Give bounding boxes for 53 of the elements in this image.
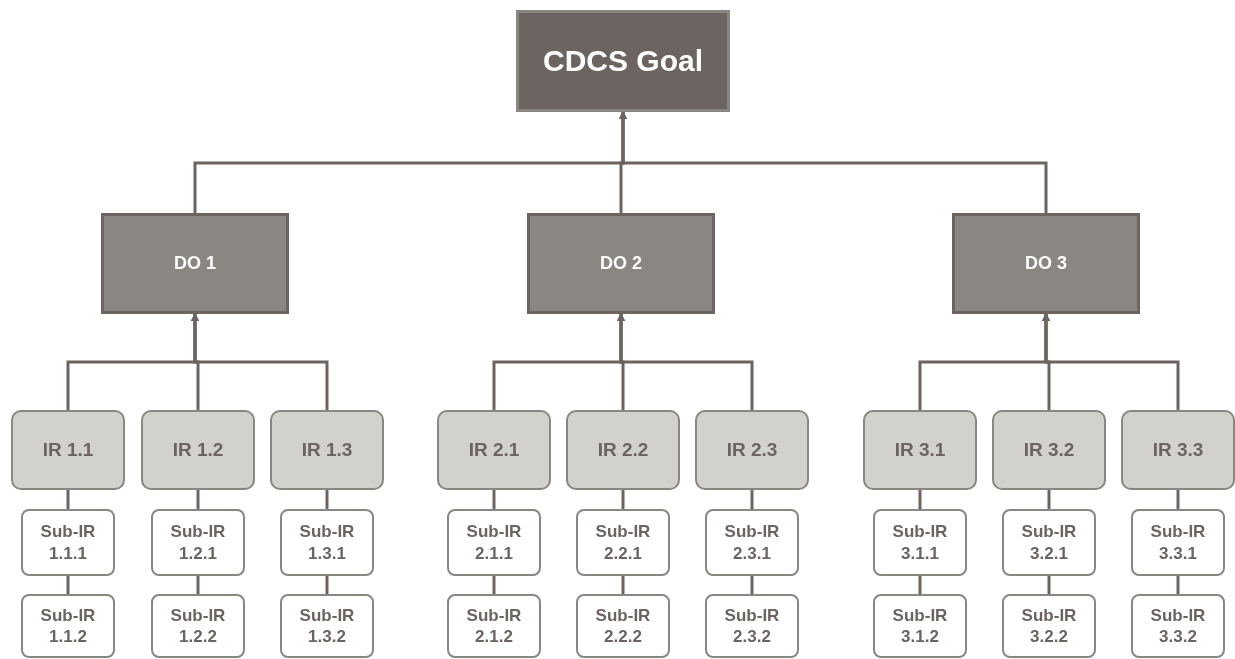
result-box: IR 1.1	[11, 410, 125, 490]
connector-line	[1176, 576, 1180, 594]
result-box: IR 2.2	[566, 410, 680, 490]
connector-line	[1047, 490, 1051, 509]
connector-line	[196, 490, 200, 509]
connector-line	[918, 576, 922, 594]
sub-result-box: Sub-IR 3.2.1	[1002, 509, 1096, 576]
objective-box: DO 2	[527, 213, 715, 314]
connector-line	[492, 490, 496, 509]
arrow	[191, 313, 329, 410]
result-box: IR 3.2	[992, 410, 1106, 490]
sub-result-box: Sub-IR 1.3.2	[280, 594, 374, 658]
result-box: IR 1.2	[141, 410, 255, 490]
sub-result-box: Sub-IR 1.3.1	[280, 509, 374, 576]
sub-result-box: Sub-IR 3.3.1	[1131, 509, 1225, 576]
sub-result-box: Sub-IR 1.1.1	[21, 509, 115, 576]
sub-result-box: Sub-IR 1.1.2	[21, 594, 115, 658]
sub-result-box: Sub-IR 3.3.2	[1131, 594, 1225, 658]
result-box: IR 3.3	[1121, 410, 1235, 490]
connector-line	[918, 490, 922, 509]
goal-box: CDCS Goal	[516, 10, 730, 112]
objective-box: DO 1	[101, 213, 289, 314]
connector-line	[1176, 490, 1180, 509]
connector-line	[325, 490, 329, 509]
arrow	[619, 111, 1048, 213]
sub-result-box: Sub-IR 2.2.2	[576, 594, 670, 658]
connector-line	[750, 576, 754, 594]
connector-line	[492, 576, 496, 594]
sub-result-box: Sub-IR 3.2.2	[1002, 594, 1096, 658]
sub-result-box: Sub-IR 1.2.1	[151, 509, 245, 576]
sub-result-box: Sub-IR 2.1.2	[447, 594, 541, 658]
arrow	[617, 313, 754, 410]
sub-result-box: Sub-IR 2.3.2	[705, 594, 799, 658]
connector-line	[750, 490, 754, 509]
objective-box: DO 3	[952, 213, 1140, 314]
sub-result-box: Sub-IR 3.1.1	[873, 509, 967, 576]
connector-line	[325, 576, 329, 594]
result-box: IR 3.1	[863, 410, 977, 490]
result-box: IR 2.1	[437, 410, 551, 490]
connector-line	[66, 576, 70, 594]
arrow	[1042, 313, 1180, 410]
connector-line	[621, 490, 625, 509]
sub-result-box: Sub-IR 1.2.2	[151, 594, 245, 658]
connector-line	[66, 490, 70, 509]
sub-result-box: Sub-IR 2.3.1	[705, 509, 799, 576]
connector-line	[621, 576, 625, 594]
sub-result-box: Sub-IR 2.1.1	[447, 509, 541, 576]
connector-line	[196, 576, 200, 594]
result-box: IR 1.3	[270, 410, 384, 490]
sub-result-box: Sub-IR 2.2.1	[576, 509, 670, 576]
sub-result-box: Sub-IR 3.1.2	[873, 594, 967, 658]
connector-line	[1047, 576, 1051, 594]
result-box: IR 2.3	[695, 410, 809, 490]
